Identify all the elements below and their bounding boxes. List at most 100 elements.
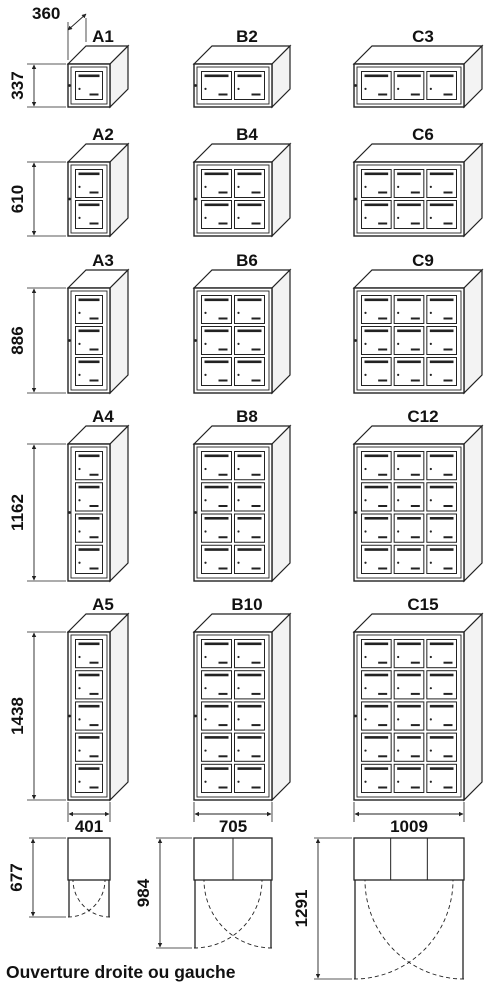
mailbox-door <box>234 326 265 355</box>
lock-dot <box>78 561 81 564</box>
lock-dot <box>78 530 81 533</box>
unit-side-face <box>109 268 129 395</box>
lock-dot <box>237 499 240 502</box>
model-label: A1 <box>92 27 114 46</box>
name-plate <box>410 536 420 539</box>
mailbox-door <box>426 701 458 731</box>
lock-dot <box>237 655 240 659</box>
name-plate <box>218 473 228 476</box>
mailbox-door <box>201 200 232 229</box>
mailbox-door <box>393 326 425 355</box>
letter-slot <box>397 329 421 333</box>
letter-slot <box>364 203 389 207</box>
unit-side-face <box>271 424 291 583</box>
lock-dot <box>237 749 240 752</box>
mailbox-door <box>393 482 425 512</box>
mailbox-door <box>234 544 265 574</box>
name-plate <box>218 222 228 225</box>
letter-slot <box>237 548 262 551</box>
mailbox-door <box>201 357 232 386</box>
mailbox-door <box>234 71 265 100</box>
mailbox-unit: B6 <box>192 251 292 395</box>
lock-dot <box>364 655 367 659</box>
mailbox-door <box>75 639 103 669</box>
name-plate <box>251 536 261 539</box>
letter-slot <box>237 517 262 520</box>
hinge-dot <box>354 339 357 342</box>
mailbox-door <box>393 71 425 100</box>
letter-slot <box>397 736 421 739</box>
door-opening-plan: 984 <box>134 837 273 949</box>
letter-slot <box>204 548 229 551</box>
letter-slot <box>204 172 229 176</box>
unit-inner-frame <box>356 290 462 391</box>
unit-top-face <box>352 269 484 289</box>
name-plate <box>251 505 261 507</box>
name-plate <box>89 567 99 570</box>
plan-box <box>353 837 465 881</box>
lock-dot <box>78 780 81 783</box>
swing-arc-right <box>72 879 111 918</box>
lock-dot <box>429 499 432 502</box>
name-plate <box>218 755 228 758</box>
lock-dot <box>204 311 207 314</box>
mailbox-door <box>393 169 425 198</box>
letter-slot <box>78 360 100 364</box>
name-plate <box>218 348 228 351</box>
mailbox-door <box>234 295 265 324</box>
lock-dot <box>364 185 367 188</box>
lock-dot <box>364 342 367 345</box>
mailbox-door <box>426 763 458 793</box>
unit-top-face <box>352 143 484 163</box>
hinge-dot <box>68 511 71 514</box>
letter-slot <box>364 74 389 78</box>
name-plate <box>378 786 388 789</box>
lock-dot <box>429 561 432 564</box>
letter-slot <box>364 767 389 770</box>
lock-dot <box>204 342 207 345</box>
lock-dot <box>78 687 81 690</box>
letter-slot <box>429 203 454 207</box>
mailbox-door <box>361 670 392 700</box>
name-plate <box>251 191 261 194</box>
name-plate <box>251 567 261 570</box>
name-plate <box>410 93 420 96</box>
letter-slot <box>237 203 262 207</box>
name-plate <box>89 661 99 664</box>
lock-dot <box>204 780 207 783</box>
hinge-dot <box>194 511 197 514</box>
name-plate <box>251 348 261 351</box>
name-plate <box>251 692 261 695</box>
mailbox-door <box>426 451 458 481</box>
hinge-dot <box>194 197 197 201</box>
mailbox-door <box>75 670 103 700</box>
letter-slot <box>364 736 389 739</box>
mailbox-door <box>361 326 392 355</box>
lock-dot <box>397 373 400 376</box>
name-plate <box>378 348 388 351</box>
letter-slot <box>78 298 100 302</box>
hinge-dot <box>68 197 71 201</box>
letter-slot <box>78 485 100 489</box>
name-plate <box>443 93 453 96</box>
mailbox-door <box>201 544 232 574</box>
name-plate <box>410 786 420 789</box>
name-plate <box>443 222 453 225</box>
mailbox-door <box>234 451 265 481</box>
lock-dot <box>364 499 367 502</box>
mailbox-door <box>361 169 392 198</box>
letter-slot <box>78 454 100 458</box>
lock-dot <box>237 530 240 533</box>
swing-arc-right <box>364 879 465 980</box>
mailbox-door <box>361 200 392 229</box>
height-label: 1162 <box>8 494 27 531</box>
lock-dot <box>397 467 400 471</box>
clearance-label: 1291 <box>292 890 311 928</box>
clearance-label: 984 <box>134 878 153 907</box>
unit-inner-frame <box>356 634 462 798</box>
mailbox-door <box>393 200 425 229</box>
model-label: B4 <box>236 125 258 144</box>
mailbox-door <box>361 732 392 762</box>
letter-slot <box>429 673 454 677</box>
name-plate <box>218 567 228 570</box>
